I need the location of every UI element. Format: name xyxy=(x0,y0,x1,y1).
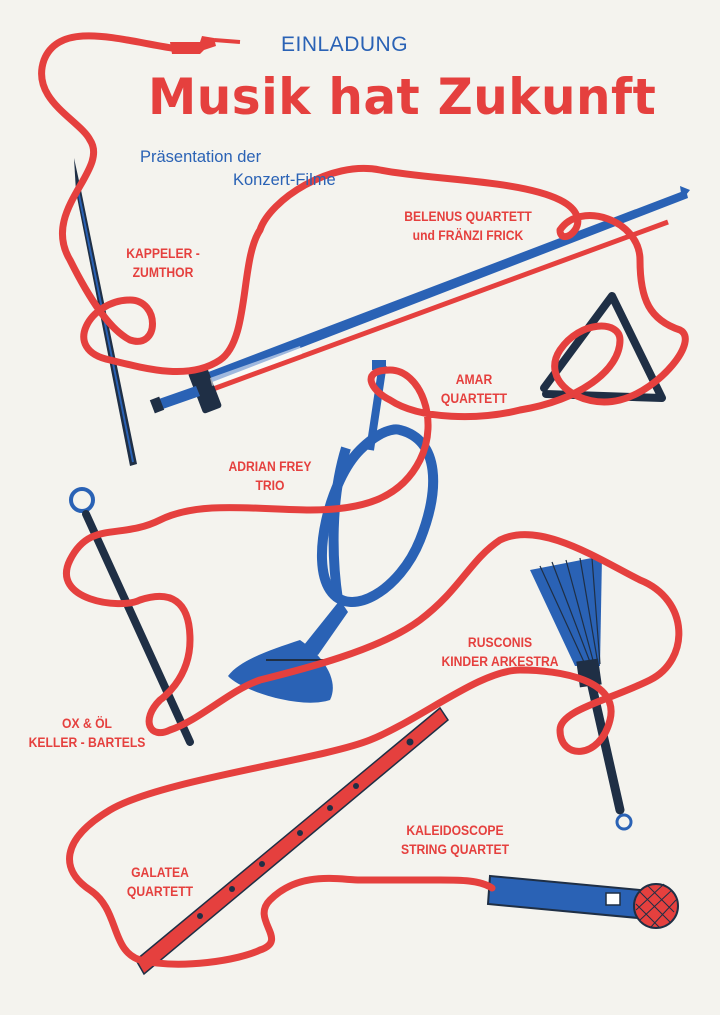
microphone-icon xyxy=(486,874,679,929)
flute-icon xyxy=(135,706,449,976)
brush-stick-icon xyxy=(530,556,633,831)
drumstick-icon xyxy=(74,158,137,466)
audio-cable-icon xyxy=(38,32,689,968)
subtitle-line-1: Präsentation der xyxy=(140,148,262,166)
invitation-kicker: EINLADUNG xyxy=(281,33,409,56)
audio-plug-icon xyxy=(170,36,241,54)
ensemble-label: KAPPELER -ZUMTHOR xyxy=(126,246,200,280)
subtitle-line-2: Konzert-Filme xyxy=(233,171,336,189)
mallet-icon xyxy=(69,487,194,746)
page-title: Musik hat Zukunft xyxy=(148,68,657,126)
bugle-icon xyxy=(228,360,439,703)
